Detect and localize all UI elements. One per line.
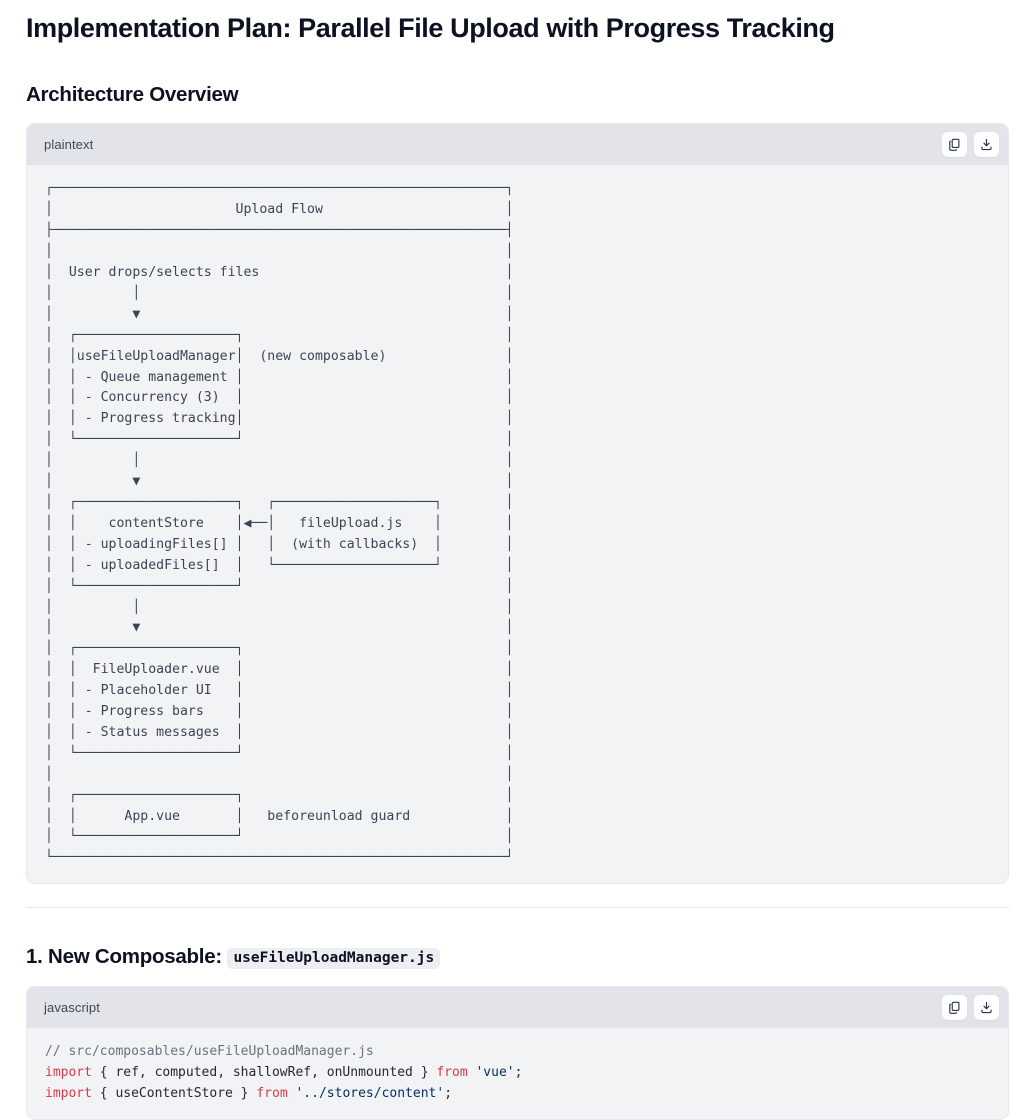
copy-button[interactable] <box>942 994 967 1020</box>
code-token <box>288 1086 296 1101</box>
copy-button[interactable] <box>942 132 967 158</box>
document-page: Implementation Plan: Parallel File Uploa… <box>0 12 1035 1120</box>
code-block-header: plaintext <box>27 124 1008 166</box>
code-token: import <box>45 1064 92 1080</box>
code-token: import <box>45 1085 92 1101</box>
code-actions <box>942 132 999 158</box>
section-heading-new-composable: 1. New Composable: useFileUploadManager.… <box>26 944 1009 971</box>
copy-icon <box>948 138 961 152</box>
code-token: 'vue' <box>475 1064 515 1080</box>
code-actions <box>942 994 999 1020</box>
code-token: from <box>256 1085 288 1101</box>
code-block-body: // src/composables/useFileUploadManager.… <box>27 1027 1008 1119</box>
code-token: ; <box>444 1085 453 1101</box>
code-token: from <box>436 1064 468 1080</box>
download-icon <box>980 138 993 151</box>
code-token: { ref, computed, shallowRef, onUnmounted… <box>91 1064 437 1080</box>
code-block-javascript: javascript <box>26 985 1009 1120</box>
heading-text: 1. New Composable: <box>26 945 228 969</box>
heading-inline-code: useFileUploadManager.js <box>227 948 441 970</box>
section-heading-architecture: Architecture Overview <box>26 82 239 106</box>
code-token: ; <box>514 1064 523 1080</box>
javascript-source: // src/composables/useFileUploadManager.… <box>27 1042 1008 1105</box>
download-button[interactable] <box>974 994 999 1020</box>
code-block-header: javascript <box>27 986 1008 1028</box>
code-block-body: ┌───────────────────────────────────────… <box>27 165 1008 884</box>
code-language-label: javascript <box>44 999 100 1015</box>
page-title: Implementation Plan: Parallel File Uploa… <box>26 13 835 43</box>
code-language-label: plaintext <box>44 137 94 153</box>
code-token: { useContentStore } <box>91 1085 257 1101</box>
download-button[interactable] <box>974 132 999 158</box>
code-block-plaintext: plaintext <box>26 123 1009 885</box>
section-divider <box>26 907 1009 909</box>
code-token: // src/composables/useFileUploadManager.… <box>45 1043 374 1059</box>
download-icon <box>980 1001 993 1014</box>
code-token: '../stores/content' <box>295 1085 445 1101</box>
copy-icon <box>948 1001 961 1014</box>
ascii-diagram: ┌───────────────────────────────────────… <box>45 181 514 866</box>
